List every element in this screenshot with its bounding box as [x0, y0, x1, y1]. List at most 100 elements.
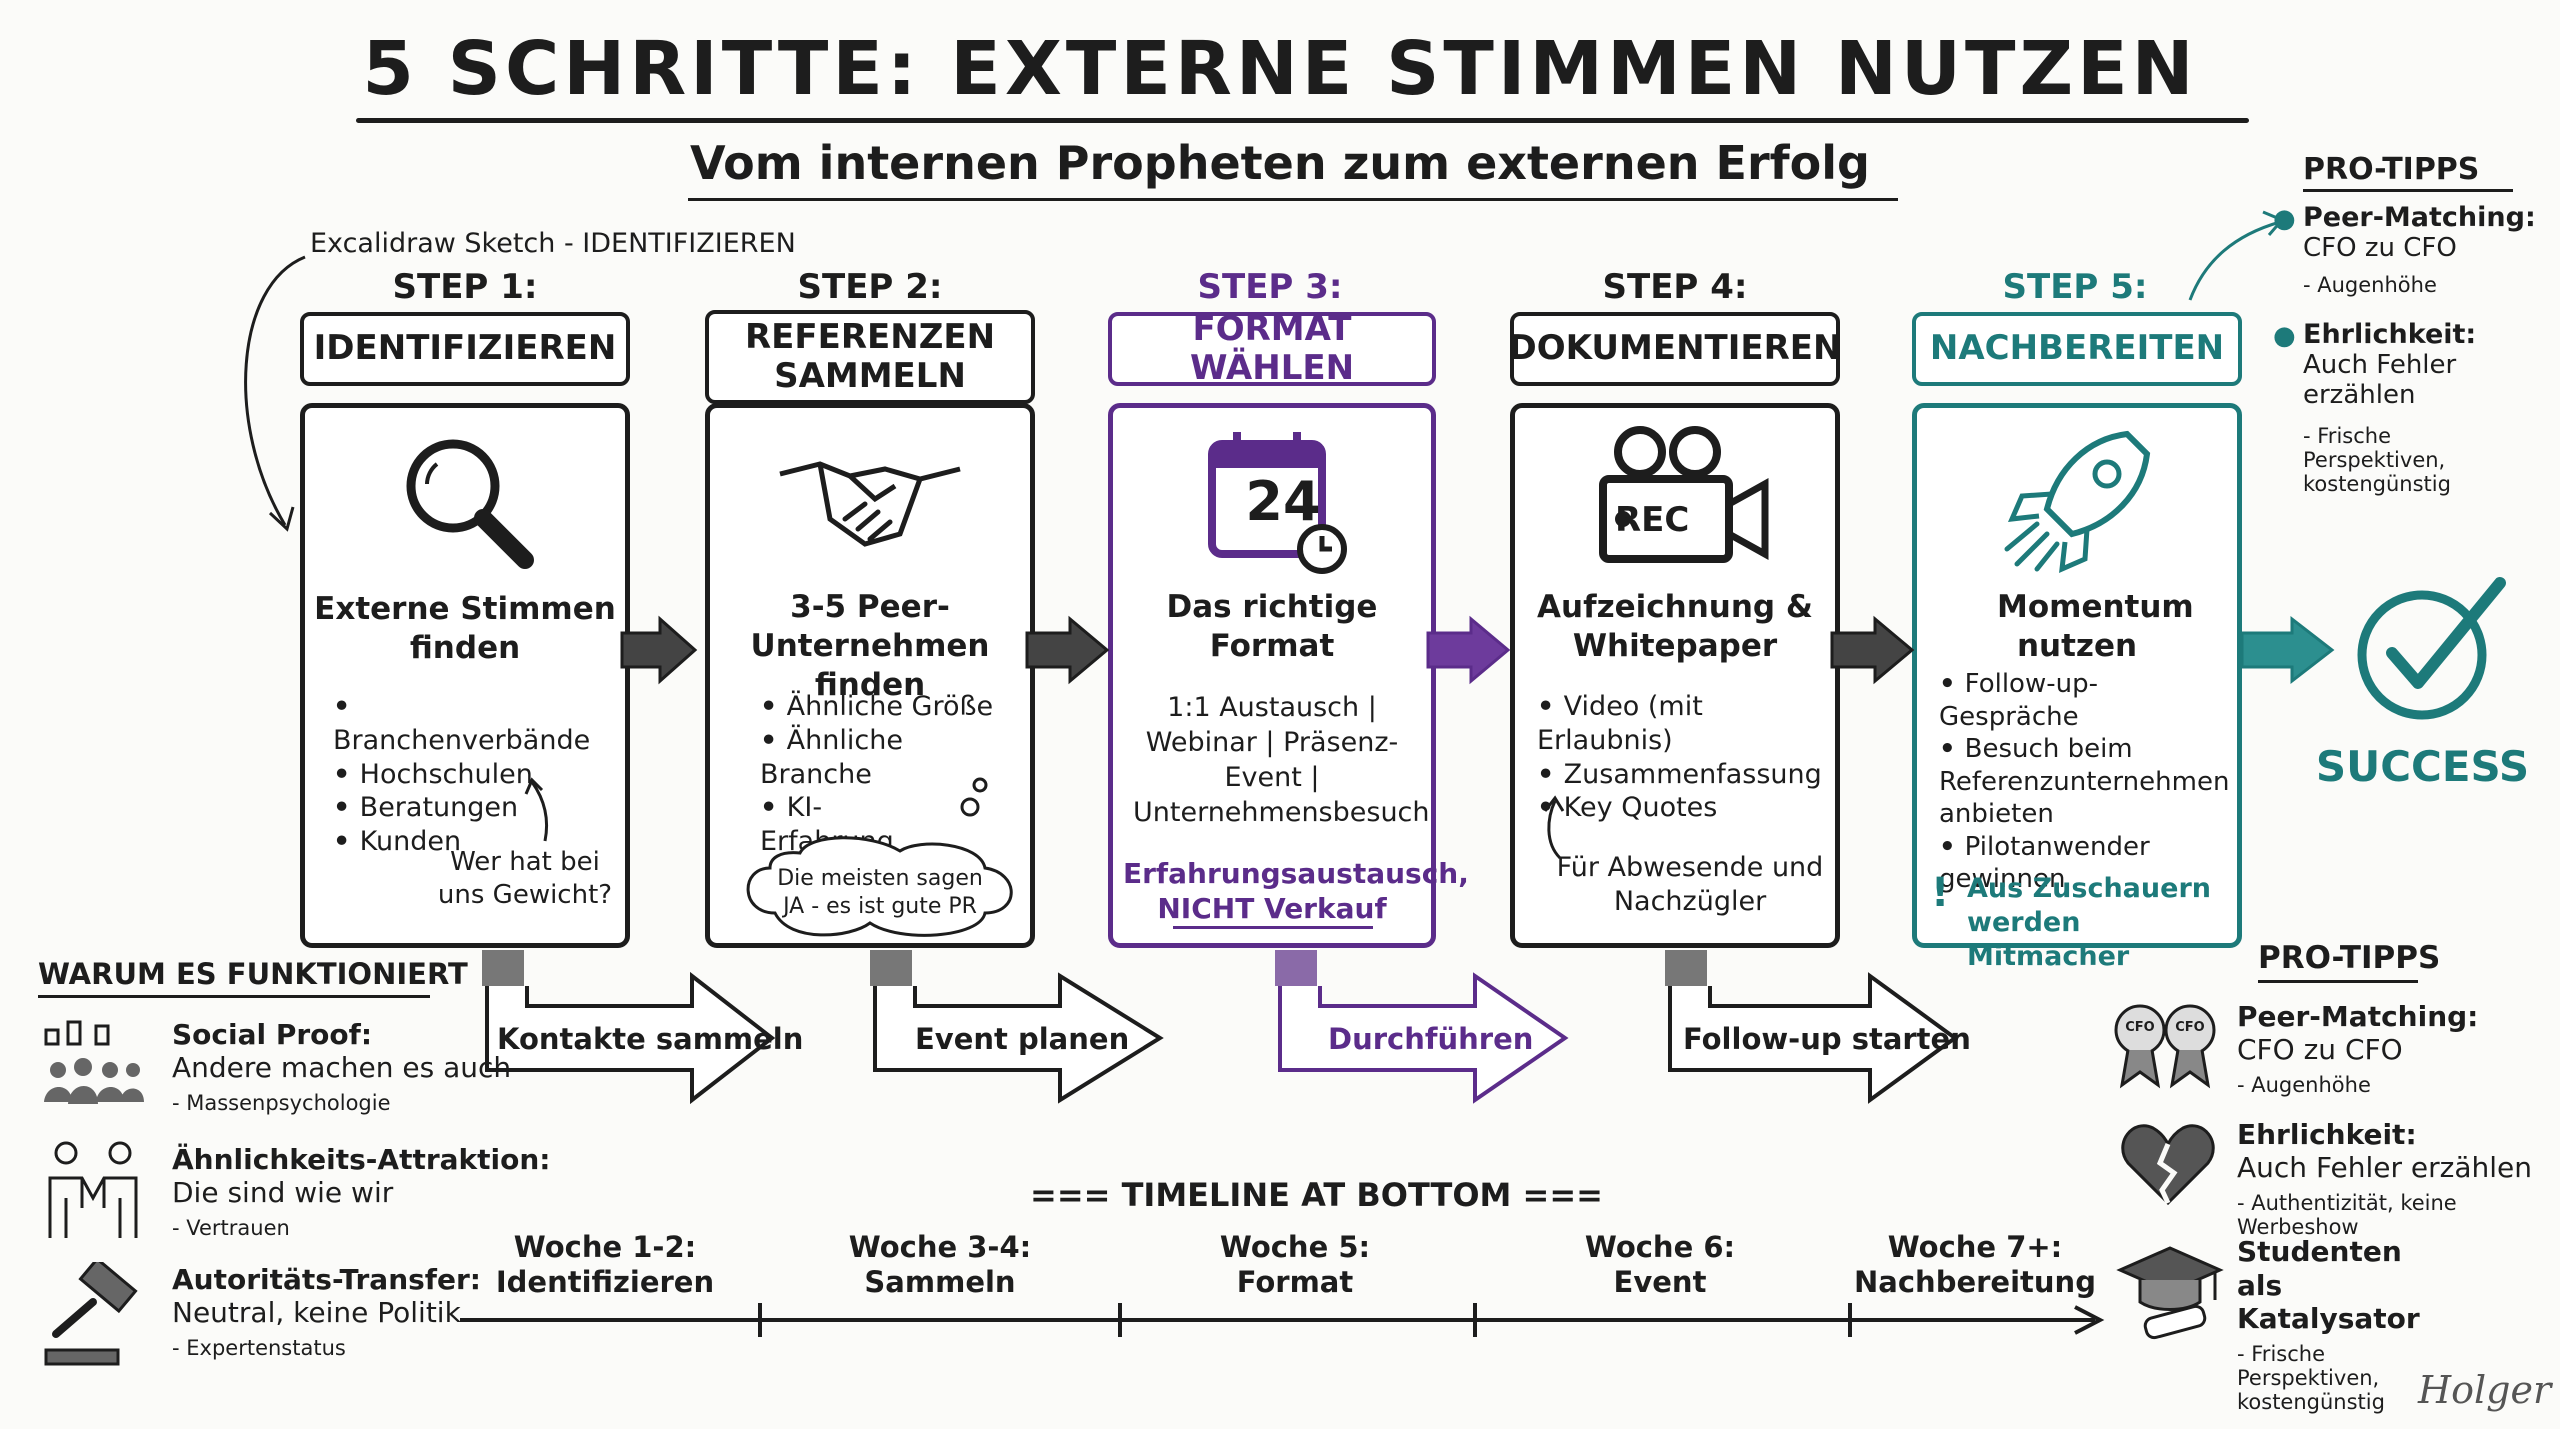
page-subtitle: Vom internen Propheten zum externen Erfo… — [690, 136, 1870, 190]
cfo-badge-label: CFO — [2175, 1020, 2205, 1035]
step-3-note: Erfahrungsaustausch, NICHT Verkauf — [1123, 857, 1469, 925]
thought-bubble-icon — [746, 777, 1013, 937]
why-section: WARUM ES FUNKTIONIERT — [38, 957, 468, 998]
why-item-2: Ähnlichkeits-Attraktion: Die sind wie wi… — [172, 1143, 551, 1240]
arrow-right-icon — [620, 615, 698, 685]
flow-label: Event planen — [915, 1022, 1130, 1056]
timeline-label: Identifizieren — [495, 1264, 715, 1299]
title-underline — [356, 118, 2249, 123]
pro-tip-sub: - Augenhöhe — [2303, 273, 2437, 297]
pro-tip-text: CFO zu CFO — [2237, 1033, 2403, 1066]
arrow-right-icon — [1025, 615, 1110, 685]
curved-arrow-icon — [2188, 210, 2285, 301]
step-4-note: Für Abwesende und Nachzügler — [1556, 852, 1824, 917]
cfo-badge-label: CFO — [2125, 1020, 2155, 1035]
timeline-mark-5: Woche 7+:Nachbereitung — [1815, 1230, 2135, 1300]
timeline-label: Nachbereitung — [1854, 1264, 2096, 1299]
magnifier-icon — [406, 439, 534, 569]
checkmark-icon — [2357, 577, 2506, 720]
step-3-format-text: 1:1 Austausch | Webinar | Präsenz-Event … — [1133, 692, 1430, 829]
flow-arrow-3 — [1275, 950, 1569, 1104]
small-arrow-icon — [524, 777, 549, 842]
step-2-heading: 3-5 Peer-Unternehmen finden — [750, 589, 990, 703]
pro-tips-top: PRO-TIPPS ● Peer-Matching: CFO zu CFO - … — [2273, 152, 2560, 496]
step-3-note-underline — [1173, 926, 1373, 929]
step-1-note: Wer hat bei uns Gewicht? — [437, 847, 613, 910]
people-handshake-icon — [48, 1141, 138, 1238]
pro-tip-text: Auch Fehler erzählen — [2237, 1151, 2532, 1184]
calendar-icon — [1208, 432, 1347, 574]
flow-label: Kontakte sammeln — [497, 1022, 804, 1056]
step-1-label: STEP 1: — [392, 267, 538, 307]
pro-tip-head: Peer-Matching: — [2237, 1000, 2479, 1033]
timeline-mark-4: Woche 6:Event — [1500, 1230, 1820, 1300]
list-item: Ähnliche Größe — [760, 690, 1018, 724]
list-item: Beratungen — [333, 791, 613, 825]
list-item: Ähnliche Branche — [760, 724, 1018, 792]
why-item-head: Social Proof: — [172, 1018, 373, 1051]
timeline-label: Format — [1236, 1264, 1354, 1299]
small-arrow-icon — [1543, 795, 1565, 860]
pro-tip-text: CFO zu CFO — [2303, 233, 2457, 263]
rocket-icon — [2004, 430, 2151, 574]
step-3-title: FORMAT WÄHLEN — [1108, 309, 1436, 388]
camera-icon — [1599, 426, 1769, 563]
why-title: WARUM ES FUNKTIONIERT — [38, 957, 468, 991]
step-1-bullets: Branchenverbände Hochschulen Beratungen … — [333, 690, 613, 859]
step-5-note: Aus Zuschauern werden Mitmacher — [1967, 873, 2211, 972]
list-item: Key Quotes — [1537, 791, 1823, 825]
timeline-week: Woche 1-2: — [513, 1230, 697, 1264]
timeline-title: === TIMELINE AT BOTTOM === — [1030, 1176, 1603, 1214]
pro-tip-head: Ehrlichkeit: — [2237, 1118, 2417, 1151]
why-item-1: Social Proof: Andere machen es auch - Ma… — [172, 1018, 511, 1115]
bullet-icon: ● — [2273, 321, 2296, 351]
curved-arrow-icon — [244, 255, 306, 532]
pro-tip-head: Ehrlichkeit: — [2303, 319, 2477, 350]
pro-tips-top-title: PRO-TIPPS — [2303, 152, 2480, 187]
flow-label: Durchführen — [1328, 1022, 1534, 1056]
step-5-heading: Momentum nutzen — [1997, 589, 2194, 664]
step-5-title: NACHBEREITEN — [1912, 312, 2242, 386]
timeline-mark-2: Woche 3-4:Sammeln — [780, 1230, 1100, 1300]
pro-tip-bottom-1: Peer-Matching: CFO zu CFO - Augenhöhe — [2237, 1000, 2478, 1097]
why-item-head: Autoritäts-Transfer: — [172, 1263, 481, 1296]
list-item: Video (mit Erlaubnis) — [1537, 690, 1823, 758]
pro-tip-sub: - Augenhöhe — [2237, 1072, 2371, 1097]
exclamation-icon: ! — [1931, 870, 1950, 916]
calendar-day: 24 — [1245, 470, 1321, 533]
pro-tip-head: Studenten als Katalysator — [2237, 1235, 2420, 1336]
arrow-right-icon — [1426, 615, 1511, 685]
gavel-icon — [44, 1262, 138, 1366]
flow-arrow-1 — [482, 950, 776, 1105]
step-2-card: 3-5 Peer-Unternehmen finden Ähnliche Grö… — [705, 403, 1035, 948]
flow-label: Follow-up starten — [1683, 1022, 1971, 1056]
broken-heart-icon — [2121, 1124, 2215, 1206]
step-4-bullets: Video (mit Erlaubnis) Zusammenfassung Ke… — [1537, 690, 1823, 825]
step-1-title: IDENTIFIZIEREN — [300, 312, 630, 386]
crowd-icon — [44, 1020, 144, 1104]
timeline-mark-3: Woche 5:Format — [1135, 1230, 1455, 1300]
page-title: 5 SCHRITTE: EXTERNE STIMMEN NUTZEN — [362, 26, 2198, 112]
why-underline — [38, 995, 430, 998]
why-item-sub: - Vertrauen — [172, 1215, 290, 1240]
pro-tip-bottom-2: Ehrlichkeit: Auch Fehler erzählen - Auth… — [2237, 1118, 2560, 1239]
graduation-cap-icon — [2116, 1246, 2224, 1340]
flow-arrow-2 — [870, 950, 1164, 1104]
subtitle-underline — [688, 198, 1898, 201]
step-5-card: Momentum nutzen Follow-up-Gespräche Besu… — [1912, 403, 2242, 972]
pro-tip-sub: - Frische Perspektiven, kostengünstig — [2237, 1341, 2385, 1414]
step-1-heading: Externe Stimmen finden — [314, 591, 616, 666]
sketch-note: Excalidraw Sketch - IDENTIFIZIEREN — [310, 228, 796, 259]
step-4-card: REC Aufzeichnung & Whitepaper Video (mit… — [1510, 403, 1840, 948]
list-item: Follow-up-Gespräche — [1939, 668, 2225, 733]
why-item-sub: - Massenpsychologie — [172, 1090, 391, 1115]
timeline-week: Woche 6: — [1584, 1230, 1736, 1264]
step-1-card: Externe Stimmen finden Branchenverbände … — [300, 403, 630, 948]
rec-label: REC — [1615, 500, 1690, 540]
cfo-badges-icon — [2114, 1004, 2216, 1089]
step-3-heading: Das richtige Format — [1166, 589, 1378, 664]
list-item: Besuch beim Referenzunternehmen anbieten — [1939, 733, 2229, 831]
pro-tips-top-underline — [2303, 189, 2513, 192]
why-item-text: Die sind wie wir — [172, 1176, 394, 1209]
why-item-3: Autoritäts-Transfer: Neutral, keine Poli… — [172, 1263, 481, 1360]
